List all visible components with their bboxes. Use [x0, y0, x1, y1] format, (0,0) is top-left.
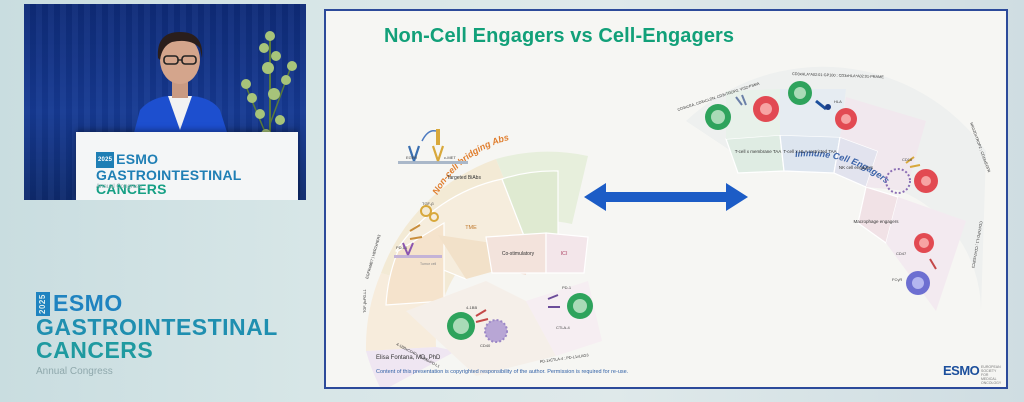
esmo-brand-text: ESMO — [943, 363, 980, 378]
esmo-brand-tagline: EUROPEAN SOCIETY FOR MEDICAL ONCOLOGY — [981, 365, 1002, 385]
slide-diagram: Non-cell bridging Abs Targeted BiAbs TME… — [363, 66, 991, 387]
label-tumor: Tumor cell — [420, 262, 436, 266]
esmo-brand-mark: ESMO EUROPEAN SOCIETY FOR MEDICAL ONCOLO… — [943, 362, 1001, 385]
seg-nk: NK cell engagers — [839, 165, 874, 170]
label-cd16: CD16 — [902, 157, 913, 162]
right-wheel: Immune Cell Engagers T-cell x membrane T… — [677, 66, 991, 311]
ici-cells-icon — [547, 293, 593, 319]
seg-tcell-hla: T-cell x HLA restricted TAA — [783, 149, 836, 154]
label-hla: HLA — [834, 99, 842, 104]
event-logo-sub: Annual Congress — [36, 366, 113, 377]
costim-cells-icon — [447, 309, 508, 343]
tcell-hla-icon — [788, 81, 857, 130]
speaker-figure — [130, 32, 232, 148]
slide-copyright: Content of this presentation is copyrigh… — [376, 369, 629, 375]
label-cd47: CD47 — [896, 251, 907, 256]
projection-screen: Non-Cell Engagers vs Cell-Engagers — [324, 9, 1008, 389]
egfr-cmet-icon — [398, 129, 468, 164]
event-logo-line1: ESMO — [53, 290, 123, 316]
label-pd1: PD-1 — [562, 285, 572, 290]
pdl1-icon — [394, 242, 442, 258]
label-fcyr: FCγR — [892, 277, 902, 282]
seg-costim: Co-stimulatory — [502, 251, 535, 257]
outer-text-top: EGFRxMET | HER2xHER3 — [365, 234, 381, 279]
podium-logo-sub: Annual Congress — [96, 184, 143, 190]
podium-logo-line1: ESMO GASTROINTESTINAL — [96, 151, 242, 184]
seg-tme: TME — [465, 225, 477, 231]
slide-author: Elisa Fontana, MD, PhD — [376, 355, 441, 361]
label-cmet: c-MET — [444, 155, 456, 160]
nk-cell-icon — [885, 156, 938, 194]
event-logo-line2: GASTROINTESTINAL — [36, 314, 278, 340]
label-tgfb: TGF-β — [422, 201, 434, 206]
label-41bb: 4-1BB — [466, 305, 477, 310]
seg-tcell-membrane: T-cell x membrane TAA — [735, 149, 782, 154]
seg-targeted: Targeted BiAbs — [447, 175, 481, 181]
label-pdl1: PD-L1 — [396, 245, 408, 250]
outer-text-bottom: PD-1xCTLA-4 ; PD-L1xLAG3 — [540, 353, 589, 364]
label-egfr: EGFR — [406, 155, 417, 160]
label-ctla4: CTLA-4 — [556, 325, 571, 330]
outer-text-top: CD3xHLA*A02:01-GP100 ; CD3xHLA*A02:01-PR… — [792, 72, 884, 79]
comparison-arrow — [584, 183, 748, 211]
slide-title: Non-Cell Engagers vs Cell-Engagers — [384, 25, 735, 47]
tcell-membrane-icon — [705, 94, 779, 130]
podium-logo-line2: CANCERS — [96, 181, 167, 198]
seg-macrophage: Macrophage engagers — [853, 219, 899, 224]
label-cd40: CD40 — [480, 343, 491, 348]
event-logo-year: 2025 — [36, 292, 50, 316]
event-logo-line3: CANCERS — [36, 337, 154, 363]
tgfb-icon — [409, 205, 439, 240]
left-wheel: Non-cell bridging Abs Targeted BiAbs TME… — [363, 129, 602, 387]
seg-ici: ICI — [560, 251, 568, 257]
macrophage-icon — [906, 233, 937, 295]
outer-text-left: TGF-βxPD-L1 — [363, 289, 367, 313]
podium-logo-year: 2025 — [96, 152, 115, 169]
